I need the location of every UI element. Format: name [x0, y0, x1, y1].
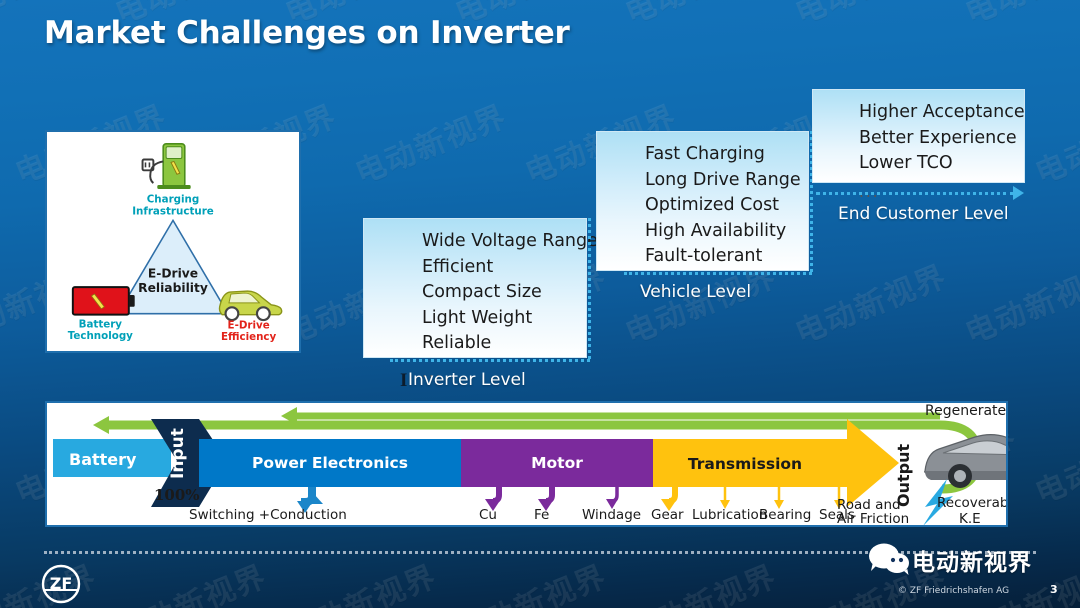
inverter-ellipsis: ... — [422, 360, 443, 381]
triangle-center-line1: E-Drive — [148, 266, 198, 280]
loss-label-5: Lubrication — [692, 507, 767, 523]
vehicle-item-2: Optimized Cost — [645, 195, 780, 215]
end-ellipsis: ... — [859, 180, 880, 201]
input-label: Input — [168, 428, 188, 479]
inverter-item-2: Compact Size — [422, 282, 542, 302]
battery-label-line1: Battery — [79, 318, 123, 330]
wechat-account-name: 电动新视界 — [912, 550, 1032, 576]
edrive-eff-label-line1: E-Drive — [228, 319, 270, 331]
watermark-text: 电动新视界 — [1030, 419, 1080, 512]
watermark-text: 电动新视界 — [620, 559, 783, 608]
vehicle-level-label: Vehicle Level — [640, 282, 752, 302]
charging-label-line2: Infrastructure — [132, 205, 214, 217]
connector-vertical-inverter — [588, 218, 591, 359]
end-customer-level-panel: Higher Acceptance Better Experience Lowe… — [812, 89, 1025, 201]
car-icon — [218, 290, 283, 322]
vehicle-level-panel: Fast Charging Long Drive Range Optimized… — [596, 131, 809, 294]
stage-power-electronics-block — [199, 439, 461, 487]
friction-label-line1: Road and — [837, 497, 901, 513]
watermark-text: 电动新视界 — [958, 0, 1080, 32]
energy-flow-svg: Battery Input 100% Power Electronics Mot… — [53, 403, 1006, 525]
stage-transmission-label: Transmission — [688, 455, 802, 473]
charging-label-line1: Charging — [147, 194, 200, 206]
output-label: Output — [894, 444, 913, 507]
watermark-text: 电动新视界 — [788, 0, 953, 32]
connector-arrowhead-icon — [1013, 186, 1024, 200]
loss-label-4: Gear — [651, 507, 684, 523]
connector-horizontal-inverter — [390, 359, 590, 362]
end-item-1: Better Experience — [859, 127, 1017, 148]
car-photo-icon — [924, 434, 1006, 488]
stage-motor-label: Motor — [531, 454, 583, 472]
loss-label-7: Seals — [819, 507, 855, 523]
energy-flow-diagram: Battery Input 100% Power Electronics Mot… — [45, 401, 1008, 527]
inverter-item-3: Light Weight — [422, 307, 533, 328]
watermark-text: 电动新视界 — [110, 559, 273, 608]
vehicle-ellipsis: ... — [645, 273, 666, 294]
vehicle-item-4: Fault-tolerant — [645, 246, 763, 266]
footer-divider — [44, 551, 1036, 554]
stage-battery-block — [53, 439, 171, 477]
watermark-text: 电动新视界 — [618, 0, 783, 32]
end-item-2: Lower TCO — [859, 153, 953, 173]
vehicle-level-box: Fast Charging Long Drive Range Optimized… — [596, 131, 809, 294]
page-number: 3 — [1050, 583, 1058, 596]
inverter-level-panel: Wide Voltage Range Efficient Compact Siz… — [363, 218, 598, 381]
input-percent-label: 100% — [154, 486, 200, 504]
loss-label-6: Bearing — [759, 507, 811, 523]
loss-label-1: Cu — [479, 507, 497, 523]
copyright-text: © ZF Friedrichshafen AG — [898, 586, 1010, 596]
loss-label-3: Windage — [582, 507, 641, 523]
watermark-text: 电动新视界 — [350, 99, 513, 192]
regenerated-label: Regenerated — [925, 403, 1006, 419]
page-title: Market Challenges on Inverter — [44, 15, 570, 51]
stage-motor-block — [461, 439, 653, 487]
friction-bolt-icon — [923, 479, 953, 525]
watermark-text: 电动新视界 — [960, 259, 1080, 352]
connector-horizontal-end — [816, 192, 1014, 195]
loss-label-2: Fe — [534, 507, 549, 523]
edrive-eff-label-line2: Efficiency — [221, 331, 277, 343]
stage-power-electronics-label: Power Electronics — [252, 454, 408, 472]
wechat-badge: 电动新视界 — [868, 543, 1068, 577]
stage-transmission-block — [653, 419, 899, 507]
zf-logo-text: ZF — [50, 574, 73, 593]
inverter-level-box: Wide Voltage Range Efficient Compact Siz… — [363, 218, 598, 381]
battery-label-line2: Technology — [68, 330, 133, 342]
end-item-0: Higher Acceptance — [859, 102, 1025, 122]
friction-label-line2: Air Friction — [837, 511, 909, 525]
loss-arrows — [297, 487, 844, 513]
vehicle-item-0: Fast Charging — [645, 144, 765, 164]
inverter-item-4: Reliable — [422, 333, 492, 353]
end-customer-level-label: End Customer Level — [838, 204, 1009, 224]
loss-label-0: Switching +Conduction — [189, 507, 347, 523]
battery-icon — [71, 286, 135, 316]
zf-logo: ZF — [41, 564, 81, 604]
charging-station-icon — [141, 142, 191, 189]
triangle-center-line2: Reliability — [138, 281, 208, 295]
e-drive-reliability-diagram: Charging Infrastructure E-Drive Reliabil… — [45, 130, 301, 353]
watermark-text: 电动新视界 — [1030, 99, 1080, 192]
vehicle-item-3: High Availability — [645, 220, 787, 241]
connector-vertical-vehicle — [810, 131, 813, 272]
watermark-text: 电动新视界 — [450, 559, 613, 608]
text-cursor-artifact: I — [400, 370, 408, 391]
end-customer-level-box: Higher Acceptance Better Experience Lowe… — [812, 89, 1025, 201]
stage-battery-label: Battery — [69, 450, 137, 469]
triangle-diagram-svg: Charging Infrastructure E-Drive Reliabil… — [68, 142, 283, 343]
vehicle-item-1: Long Drive Range — [645, 169, 801, 190]
inverter-item-0: Wide Voltage Range — [422, 231, 598, 251]
connector-horizontal-vehicle — [624, 272, 812, 275]
watermark-text: 电动新视界 — [280, 559, 443, 608]
recoverable-label-line1: Recoverable — [937, 495, 1006, 511]
inverter-item-1: Efficient — [422, 256, 494, 277]
reliability-triangle — [116, 218, 230, 315]
inverter-level-label: Inverter Level — [408, 370, 526, 390]
recoverable-label-line2: K.E — [959, 511, 981, 525]
wechat-icon — [869, 543, 909, 575]
